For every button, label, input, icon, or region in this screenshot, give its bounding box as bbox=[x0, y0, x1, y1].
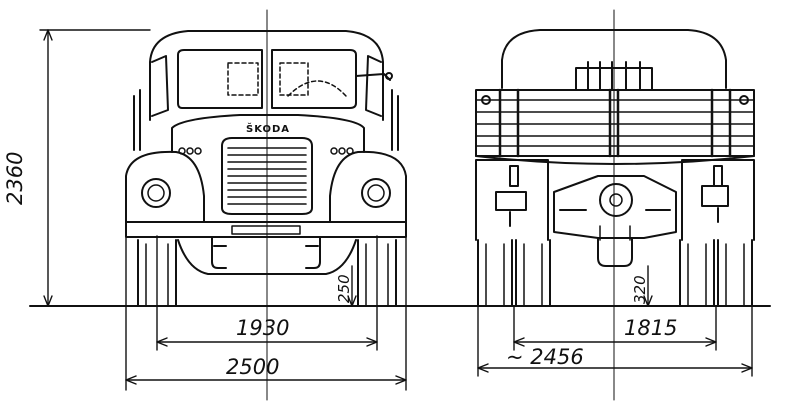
dim-front-clearance: 250 bbox=[335, 274, 353, 303]
dimension-lines bbox=[39, 29, 753, 391]
rear-wheel-left-outer bbox=[477, 239, 513, 307]
rear-axle-differential bbox=[553, 175, 677, 239]
dim-rear-overall-width: ~ 2456 bbox=[506, 345, 584, 369]
rear-view bbox=[475, 29, 755, 307]
brand-logo: ŠKODA bbox=[246, 122, 290, 135]
rear-cab-outline bbox=[501, 29, 727, 89]
rear-fender-right bbox=[681, 159, 755, 241]
rear-wheel-right-outer bbox=[717, 239, 753, 307]
front-windshield-left bbox=[177, 49, 263, 109]
dim-overall-width: 2500 bbox=[226, 355, 279, 379]
front-cab-outline bbox=[149, 30, 384, 121]
front-bumper bbox=[125, 221, 407, 238]
grille-bars bbox=[227, 147, 307, 205]
front-fender-left bbox=[125, 150, 205, 233]
rear-tailgate bbox=[475, 89, 755, 157]
headlight-right bbox=[361, 178, 391, 208]
rear-wheel-left-inner bbox=[515, 239, 551, 307]
rear-wheel-right-inner bbox=[679, 239, 715, 307]
headlight-left bbox=[141, 178, 171, 208]
dim-rear-track: 1815 bbox=[624, 316, 677, 340]
dim-front-track: 1930 bbox=[236, 316, 289, 340]
front-windshield-right bbox=[271, 49, 357, 109]
dim-overall-height: 2360 bbox=[3, 152, 27, 205]
front-hood bbox=[171, 114, 365, 153]
front-grille bbox=[221, 137, 313, 215]
front-fender-right bbox=[329, 150, 407, 233]
front-view: ŠKODA bbox=[125, 30, 407, 307]
dim-rear-clearance: 320 bbox=[631, 275, 649, 304]
rear-fender-left bbox=[475, 159, 549, 241]
